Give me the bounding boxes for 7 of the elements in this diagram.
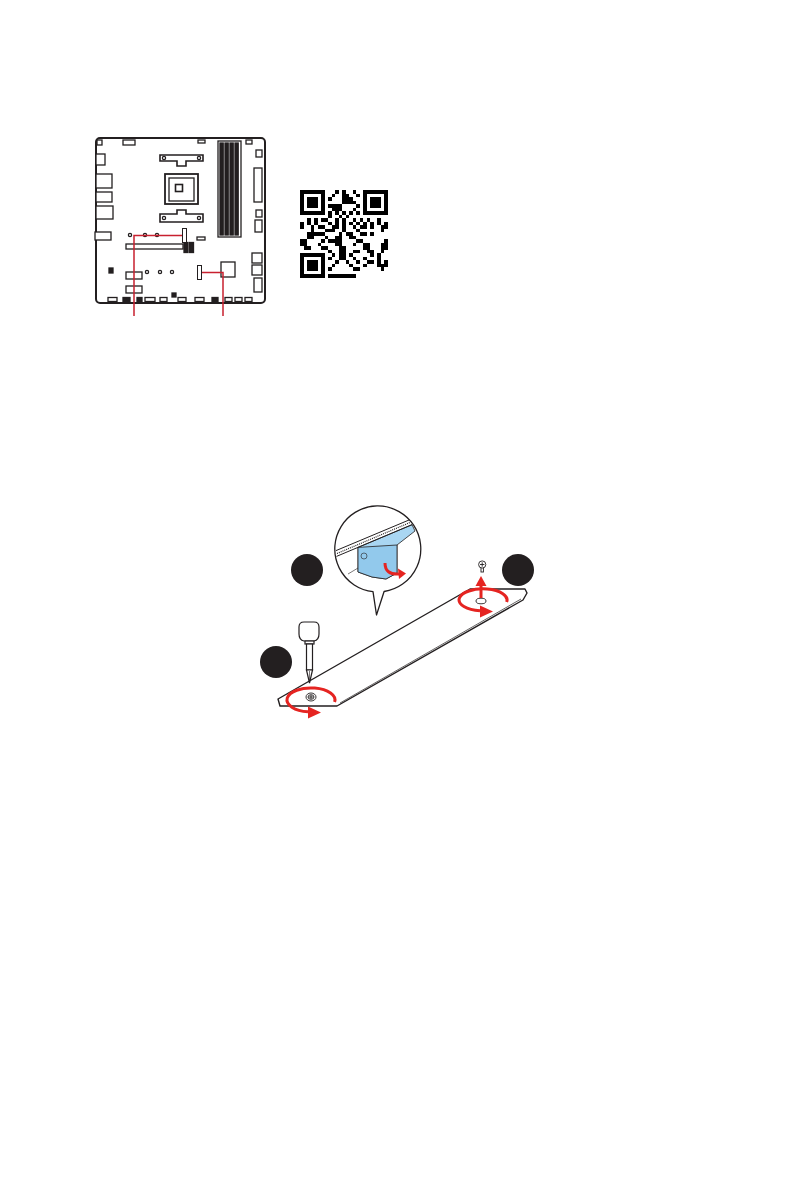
callout-circle <box>260 646 292 678</box>
leader-line <box>201 271 224 317</box>
leader-line <box>133 234 183 317</box>
m2-slot <box>182 228 187 243</box>
callout-circle <box>291 554 323 586</box>
callout-circle <box>502 554 534 586</box>
m2-slot <box>197 265 202 280</box>
